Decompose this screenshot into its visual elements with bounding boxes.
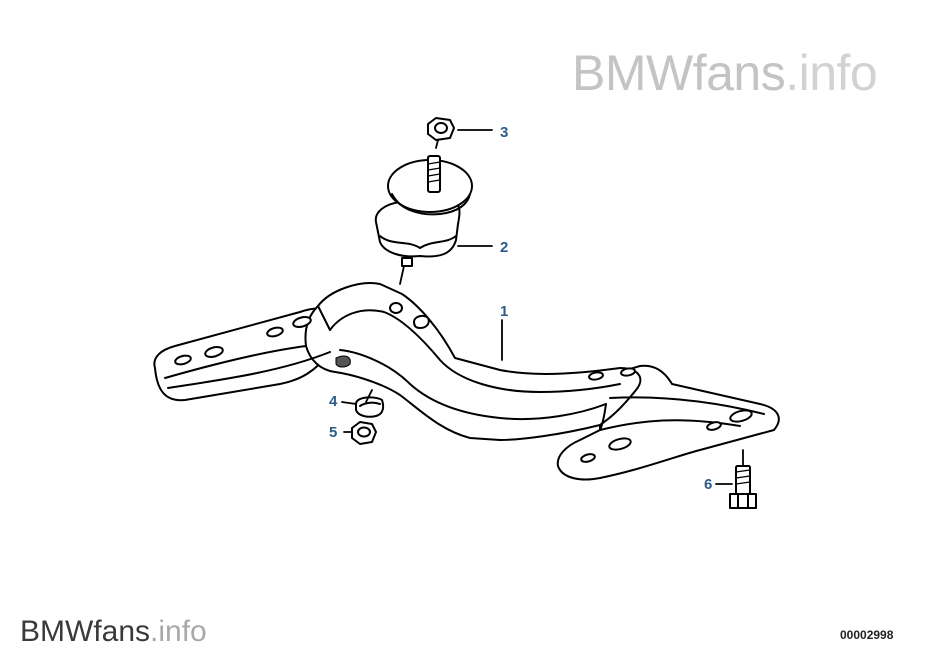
callout-2: 2 [500,239,509,256]
diagram-code: 00002998 [840,628,894,642]
hex-nut-top [427,117,455,141]
callout-6: 6 [704,476,713,493]
callout-5: 5 [329,424,338,441]
bolt [729,465,757,509]
callout-3: 3 [500,124,509,141]
crossmember [153,282,780,481]
watermark-bottom: BMWfans.info [20,615,207,648]
rubber-mount [374,159,473,267]
washer [355,396,385,418]
callout-1: 1 [500,303,509,320]
watermark-top: BMWfans.info [572,45,878,101]
hex-nut-bottom [351,421,377,445]
mount-stud [427,155,441,193]
leader-lines [341,129,744,485]
callout-4: 4 [329,393,338,410]
